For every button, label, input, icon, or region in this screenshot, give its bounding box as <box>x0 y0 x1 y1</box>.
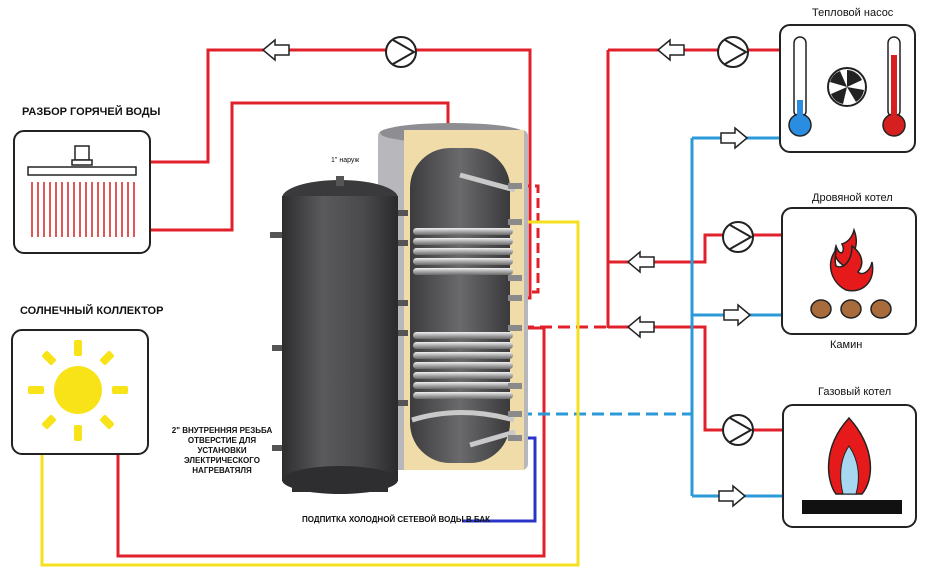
circulation-pump-icon <box>722 221 754 253</box>
shower-head-icon <box>27 145 137 237</box>
hot-water-label: РАЗБОР ГОРЯЧЕЙ ВОДЫ <box>22 106 161 118</box>
flow-arrow-icon <box>718 485 746 507</box>
circulation-pump-icon <box>717 36 749 68</box>
outlet-top-label: 1" наруж <box>331 157 360 164</box>
boiler-hot-dashed-upper <box>520 184 540 294</box>
thermometer-icon <box>788 36 812 137</box>
fire-icon <box>810 227 892 319</box>
circulation-pump-icon <box>385 36 417 68</box>
heat-pump-label: Тепловой насос <box>812 7 894 19</box>
solar-box <box>11 329 149 455</box>
gas-boiler-box <box>782 404 917 528</box>
sun-icon <box>28 340 128 441</box>
heat-pump-box <box>779 24 916 153</box>
flow-arrow-icon <box>627 251 655 273</box>
gas-flame-icon <box>802 416 902 514</box>
flow-arrow-icon <box>627 316 655 338</box>
hot-return-pipe <box>150 48 532 300</box>
lower-heat-coil <box>413 332 513 399</box>
circulation-pump-icon <box>722 414 754 446</box>
cold-supply-label: ПОДПИТКА ХОЛОДНОЙ СЕТЕВОЙ ВОДЫ В БАК <box>302 515 491 524</box>
storage-tank <box>270 123 528 494</box>
hot-water-box <box>13 130 151 254</box>
heater-port-label: 2" ВНУТРЕННЯЯ РЕЗЬБА ОТВЕРСТИЕ ДЛЯ УСТАН… <box>171 426 273 475</box>
fan-icon <box>827 67 867 107</box>
solar-supply-pipe <box>40 220 580 567</box>
wood-boiler-label: Дровяной котел <box>812 192 893 204</box>
solar-return-pipe <box>116 326 546 558</box>
flow-arrow-icon <box>720 127 748 149</box>
gas-boiler-label: Газовый котел <box>818 386 892 398</box>
flow-arrow-icon <box>657 39 685 61</box>
fireplace-label: Камин <box>830 339 863 351</box>
solar-label: СОЛНЕЧНЫЙ КОЛЛЕКТОР <box>20 305 164 317</box>
upper-heat-coil <box>413 228 513 275</box>
flow-arrow-icon <box>723 304 751 326</box>
thermometer-icon <box>882 36 906 137</box>
flow-arrow-icon <box>262 39 290 61</box>
wood-boiler-box <box>781 207 917 335</box>
hot-supply-pipe <box>150 101 450 232</box>
